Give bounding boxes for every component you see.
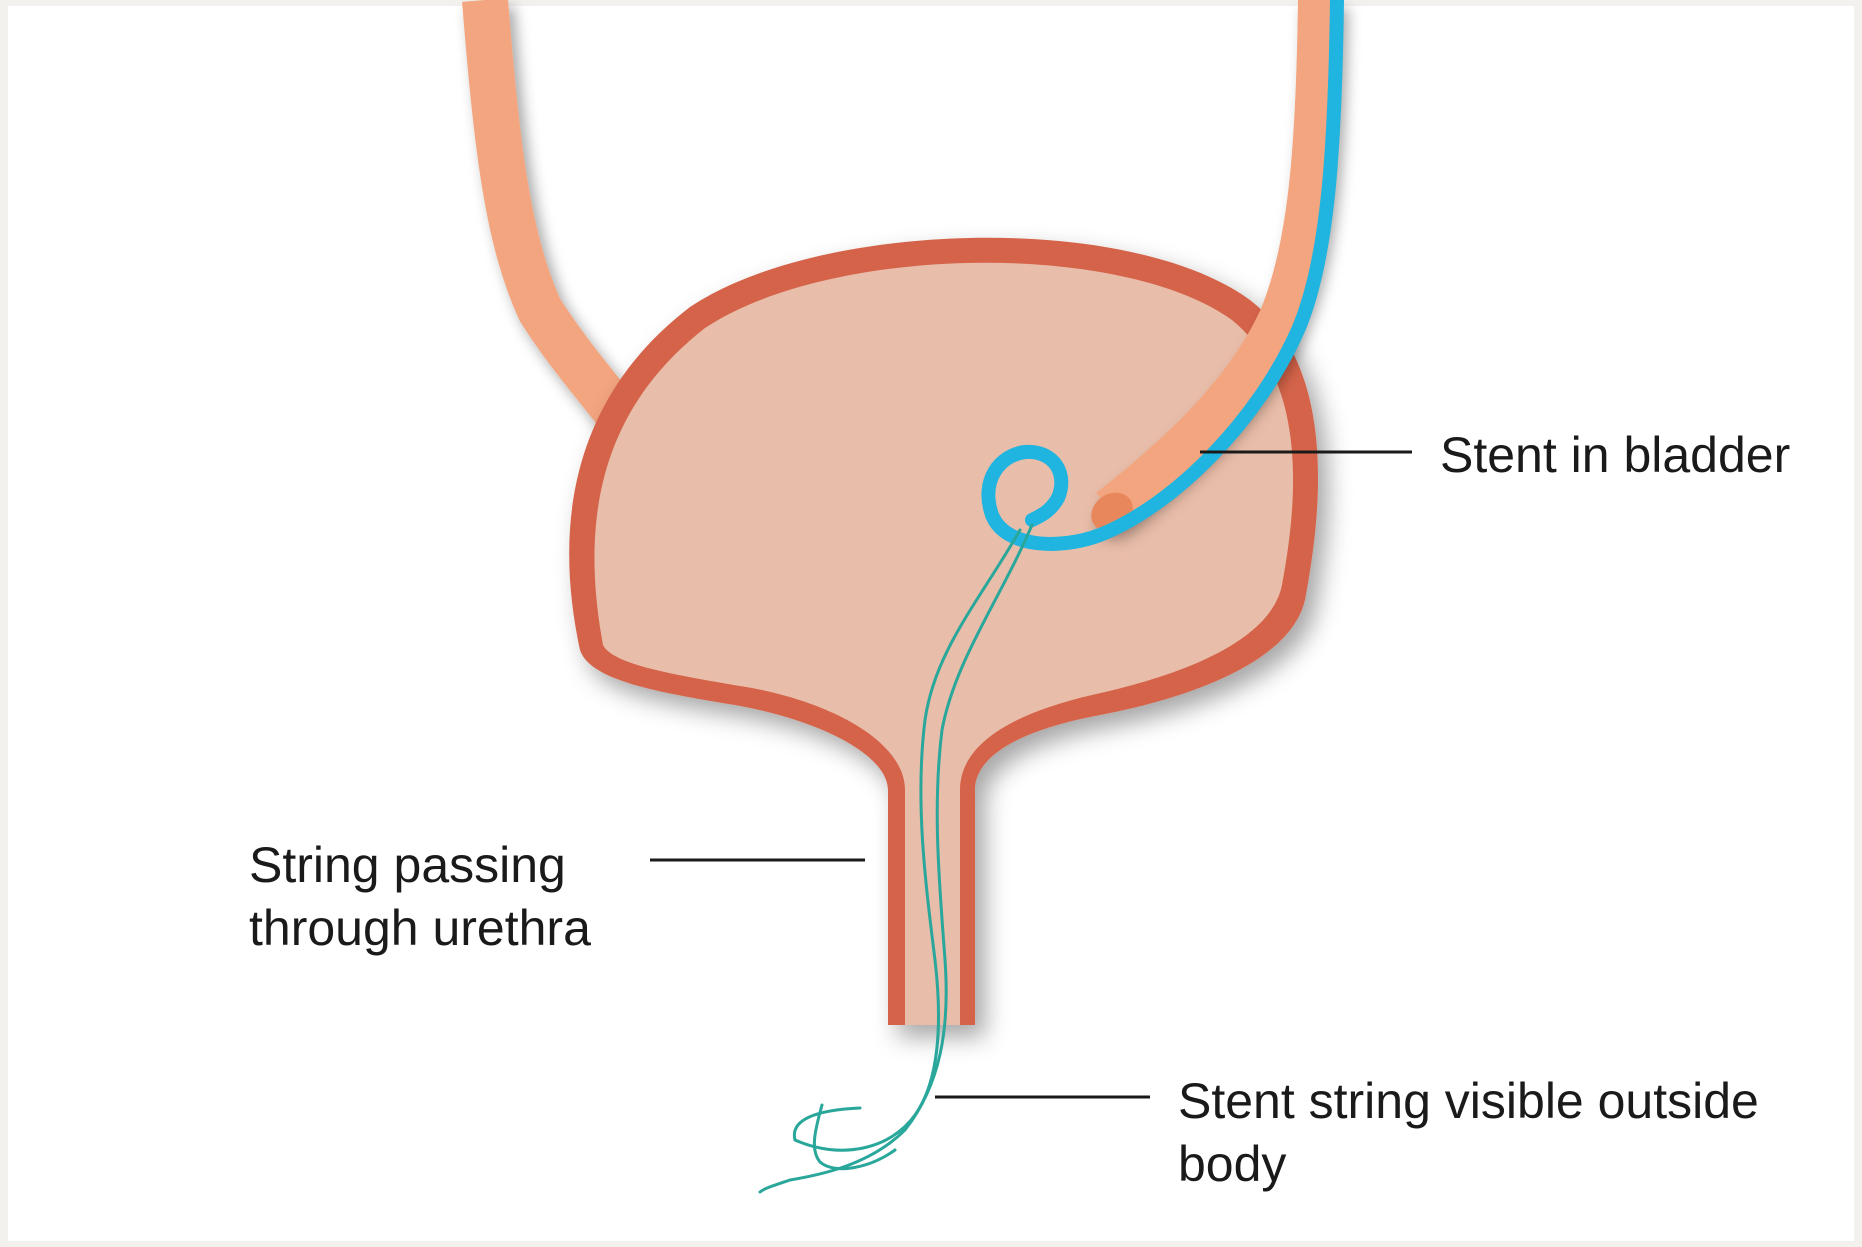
string-outside-body-label: Stent string visible outside body	[1178, 1070, 1759, 1196]
bladder	[569, 238, 1318, 1025]
bladder-interior	[594, 263, 1293, 1025]
string-through-urethra-label: String passing through urethra	[249, 834, 591, 960]
stent-in-bladder-label: Stent in bladder	[1440, 424, 1790, 487]
